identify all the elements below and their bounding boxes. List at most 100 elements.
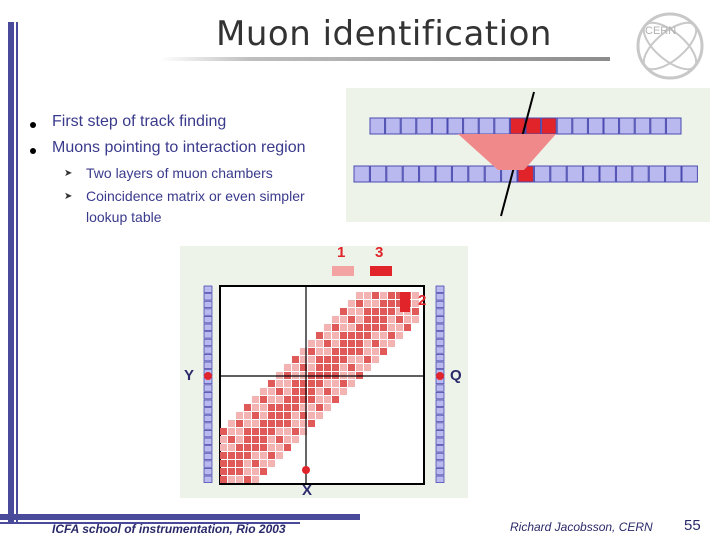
matrix-cell [348,380,355,387]
matrix-cell [276,428,283,435]
matrix-cell [308,388,315,395]
right-chamber-cell [435,323,445,331]
matrix-cell [348,300,355,307]
matrix-cell [268,460,275,467]
matrix-cell [260,388,267,395]
right-chamber-cell [435,331,445,339]
matrix-cell [364,348,371,355]
matrix-side-chambers [203,285,445,483]
matrix-cell [340,316,347,323]
matrix-cell [268,444,275,451]
matrix-cell [220,428,227,435]
matrix-cell [236,452,243,459]
matrix-cell [372,300,379,307]
matrix-cell [316,348,323,355]
upper-chamber-cell [587,117,604,135]
matrix-cell [284,436,291,443]
matrix-cell [268,380,275,387]
matrix-cell [300,428,307,435]
lower-chamber-cell [533,165,551,183]
matrix-cell [284,388,291,395]
matrix-cell [308,420,315,427]
upper-chamber-cell [634,117,651,135]
matrix-cell [252,404,259,411]
lower-chamber-cell [369,165,387,183]
matrix-cell [284,396,291,403]
left-chamber-cell [203,399,213,407]
lower-chamber-cell [353,165,370,183]
matrix-cell [388,340,395,347]
lower-chamber-cell [665,165,682,183]
left-border-thin [16,22,18,522]
left-border-bar [8,22,14,522]
matrix-cell [308,348,315,355]
footer-left: ICFA school of instrumentation, Rio 2003 [52,522,286,536]
matrix-cell [332,364,339,371]
matrix-cell [276,412,283,419]
matrix-cell [300,412,307,419]
matrix-cell [260,428,267,435]
matrix-cell [228,436,235,443]
matrix-cell [220,436,227,443]
matrix-cell [252,468,259,475]
cern-logo-graphic [636,12,704,80]
upper-chamber-cell [556,117,573,135]
matrix-cell [396,324,403,331]
matrix-cell [252,412,259,419]
matrix-cell [236,428,243,435]
matrix-cell [332,340,339,347]
left-chamber-cell [203,308,213,316]
matrix-cell [292,388,299,395]
upper-chamber-cell [431,117,448,135]
matrix-cell [324,340,331,347]
matrix-cell [348,356,355,363]
matrix-cell [252,428,259,435]
left-chamber-cell [203,475,213,483]
matrix-cell [316,396,323,403]
coincidence-cone [458,134,556,170]
matrix-cell [268,396,275,403]
matrix-cell [292,428,299,435]
matrix-cell [308,364,315,371]
matrix-cell [300,348,307,355]
footer-right: Richard Jacobsson, CERN [510,520,653,534]
matrix-cell [356,348,363,355]
left-chamber-cell [203,422,213,430]
lower-chamber-cell [583,165,600,183]
matrix-cell [292,396,299,403]
matrix-cell [308,356,315,363]
matrix-cell [260,404,267,411]
matrix-cell [236,476,243,483]
matrix-cell [300,364,307,371]
matrix-cell [356,324,363,331]
matrix-cell [380,316,387,323]
matrix-cell [268,452,275,459]
chamber-layers-graphic [353,91,698,217]
matrix-cell [316,364,323,371]
matrix-label-x: X [302,482,313,499]
matrix-cell [284,420,291,427]
page-number: 55 [684,517,701,534]
matrix-cell [316,332,323,339]
matrix-cell [412,300,419,307]
matrix-cell [404,316,411,323]
matrix-cell [364,292,371,299]
matrix-cell [348,308,355,315]
matrix-cell [300,420,307,427]
right-chamber-cell [435,316,445,324]
upper-chamber-cell [665,117,682,135]
matrix-cell [364,340,371,347]
matrix-cell [292,420,299,427]
sub-bullet-1: Two layers of muon chambers [86,165,273,181]
matrix-cell [244,468,251,475]
matrix-cell [324,356,331,363]
matrix-cell [396,300,403,307]
left-chamber-cell [203,285,213,293]
matrix-cell [316,356,323,363]
lower-chamber-cell [468,165,485,183]
lower-chamber-cell [599,165,616,183]
matrix-cell [396,332,403,339]
upper-chamber-cell [572,117,588,135]
matrix-cell [252,452,259,459]
x-hit-dot [302,466,310,474]
